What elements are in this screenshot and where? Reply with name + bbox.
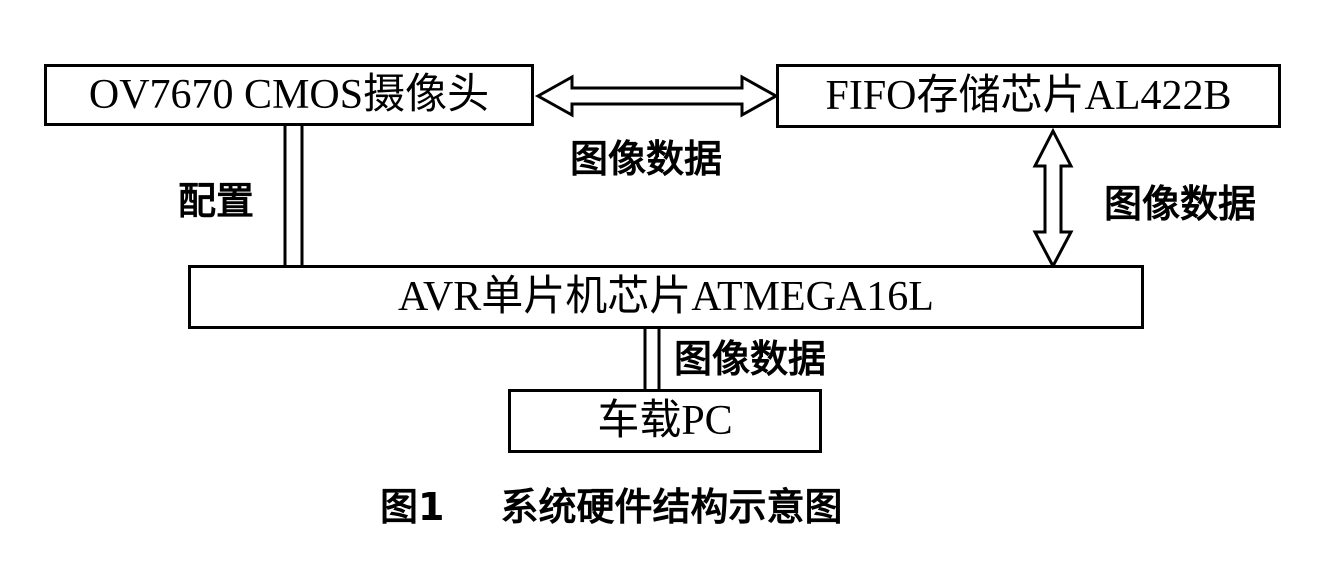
mcu-node: AVR单片机芯片ATMEGA16L xyxy=(188,265,1144,329)
mcu-pc-edge-label: 图像数据 xyxy=(674,337,827,381)
fifo-mcu-arrow xyxy=(1032,127,1074,270)
camera-fifo-edge-label: 图像数据 xyxy=(570,137,723,181)
mcu-node-label: AVR单片机芯片ATMEGA16L xyxy=(398,274,934,320)
camera-node-label: OV7670 CMOS摄像头 xyxy=(88,72,490,118)
pc-node: 车载PC xyxy=(508,389,822,453)
fifo-node-label: FIFO存储芯片AL422B xyxy=(825,73,1232,119)
pc-node-label: 车载PC xyxy=(597,398,733,444)
fifo-node: FIFO存储芯片AL422B xyxy=(776,64,1281,128)
fifo-mcu-edge-label: 图像数据 xyxy=(1104,182,1257,226)
figure-title: 系统硬件结构示意图 xyxy=(500,485,843,529)
figure-caption: 图1 系统硬件结构示意图 xyxy=(380,488,842,526)
camera-node: OV7670 CMOS摄像头 xyxy=(44,64,534,126)
camera-mcu-edge-label: 配置 xyxy=(178,179,255,223)
figure-number: 图1 xyxy=(380,485,445,529)
camera-fifo-arrow xyxy=(534,74,780,118)
